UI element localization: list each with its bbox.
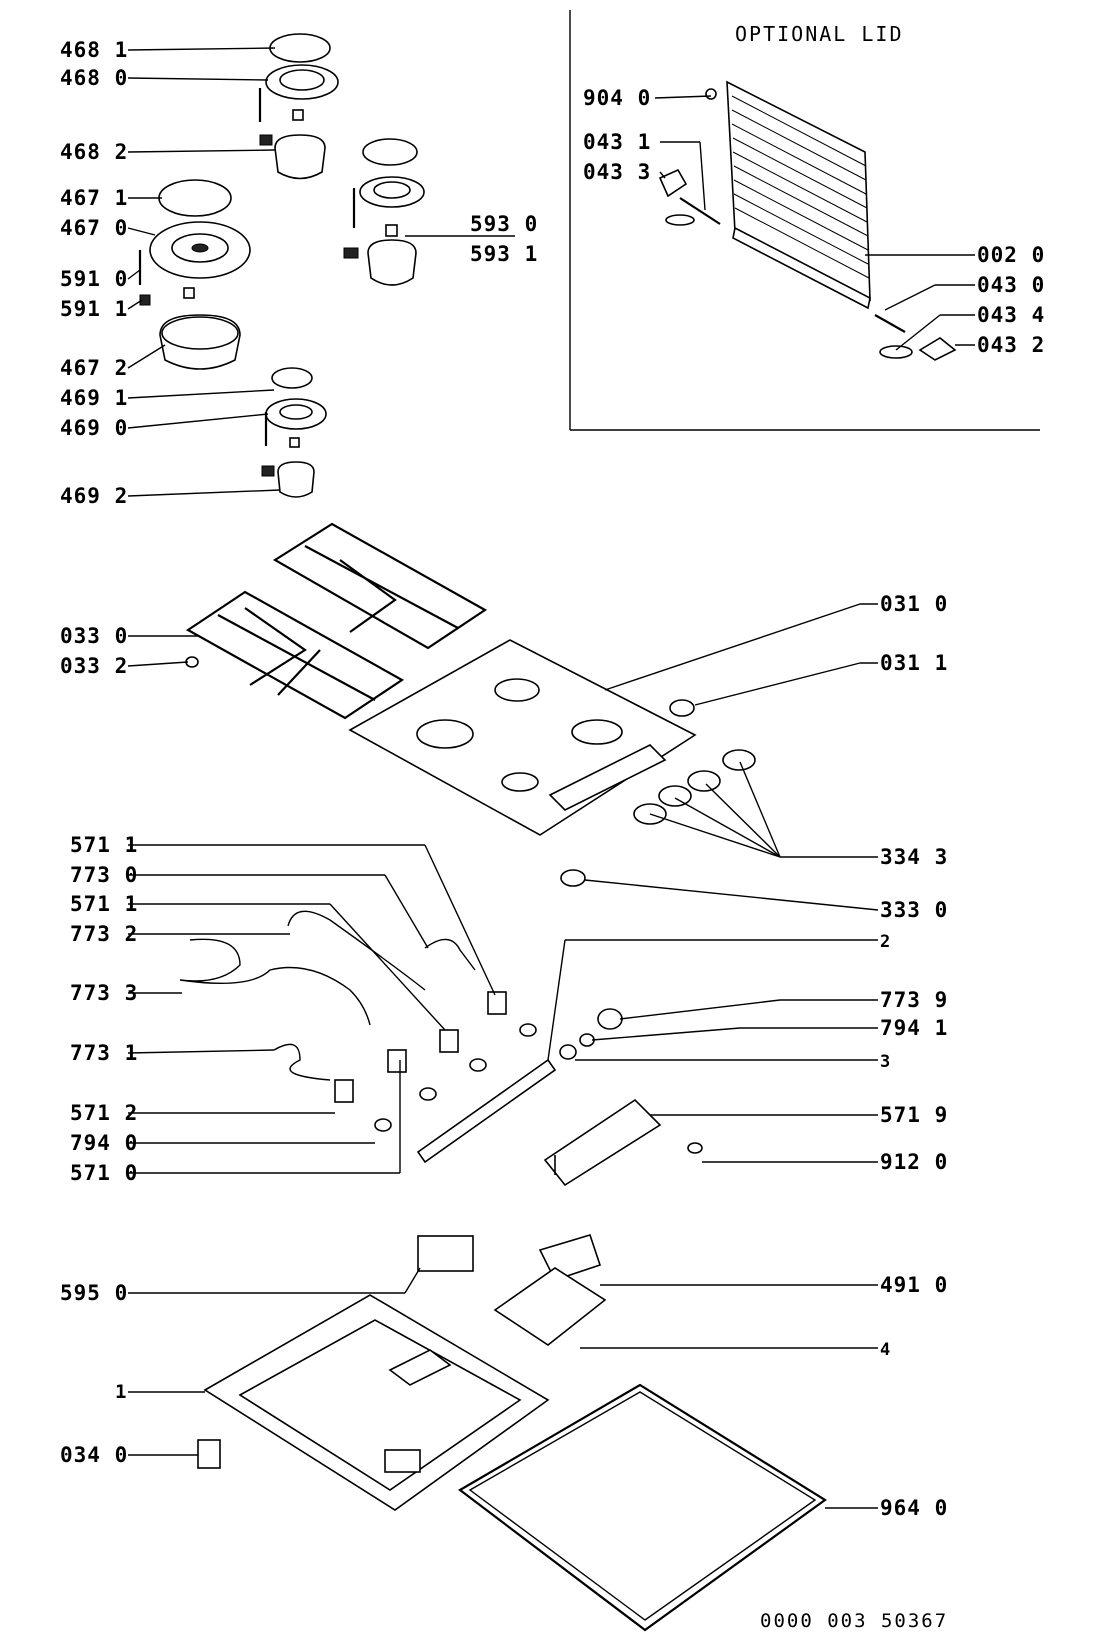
part-label: 773 0	[70, 863, 139, 887]
part-label: 593 0	[470, 212, 539, 236]
part-label: 468 2	[60, 140, 129, 164]
part-label: 773 3	[70, 981, 139, 1005]
part-label: 468 1	[60, 38, 129, 62]
bottom-assembly	[197, 1234, 827, 1632]
pan-supports	[185, 522, 488, 720]
burner-593	[343, 138, 425, 286]
burner-469	[261, 367, 327, 498]
part-label: 034 0	[60, 1443, 129, 1467]
optional-lid-frame	[569, 10, 1040, 431]
part-label: 571 1	[70, 833, 139, 857]
part-label: 033 0	[60, 624, 129, 648]
part-label: 904 0	[583, 86, 652, 110]
part-label: 571 2	[70, 1101, 139, 1125]
part-label: 469 1	[60, 386, 129, 410]
document-number: 0000 003 50367	[760, 1610, 949, 1632]
part-label: 571 9	[880, 1103, 949, 1127]
part-label: 912 0	[880, 1150, 949, 1174]
part-label: 333 0	[880, 898, 949, 922]
burner-467	[138, 179, 251, 370]
part-label: 794 0	[70, 1131, 139, 1155]
part-label: 467 2	[60, 356, 129, 380]
part-label: 593 1	[470, 242, 539, 266]
part-label: 469 2	[60, 484, 129, 508]
part-label: 491 0	[880, 1273, 949, 1297]
leader-lines	[127, 47, 975, 1509]
part-label: 571 1	[70, 892, 139, 916]
part-label: 3	[880, 1052, 892, 1072]
burner-468	[258, 33, 339, 180]
part-label: 595 0	[60, 1281, 129, 1305]
part-label: 043 2	[977, 333, 1046, 357]
part-label: 773 9	[880, 988, 949, 1012]
part-label: 467 1	[60, 186, 129, 210]
optional-lid	[658, 80, 957, 361]
part-label: 571 0	[70, 1161, 139, 1185]
part-label: 773 1	[70, 1041, 139, 1065]
hob-top-plate	[348, 639, 697, 836]
part-label: 2	[880, 932, 892, 952]
part-label: 1	[115, 1381, 128, 1403]
part-label: 031 0	[880, 592, 949, 616]
part-label: 043 0	[977, 273, 1046, 297]
part-label: 591 0	[60, 267, 129, 291]
part-label: 031 1	[880, 651, 949, 675]
part-label: 002 0	[977, 243, 1046, 267]
part-label: 964 0	[880, 1496, 949, 1520]
part-label: 043 3	[583, 160, 652, 184]
optional-lid-title: OPTIONAL LID	[735, 22, 904, 46]
part-label: 773 2	[70, 922, 139, 946]
part-label: 033 2	[60, 654, 129, 678]
part-label: 468 0	[60, 66, 129, 90]
gas-valves-pipes	[179, 910, 623, 1164]
part-label: 043 1	[583, 130, 652, 154]
part-label: 334 3	[880, 845, 949, 869]
part-label: 4	[880, 1340, 892, 1360]
part-label: 467 0	[60, 216, 129, 240]
part-label: 469 0	[60, 416, 129, 440]
part-label: 794 1	[880, 1016, 949, 1040]
part-label: 591 1	[60, 297, 129, 321]
valve-bracket	[543, 1098, 703, 1187]
part-label: 043 4	[977, 303, 1046, 327]
